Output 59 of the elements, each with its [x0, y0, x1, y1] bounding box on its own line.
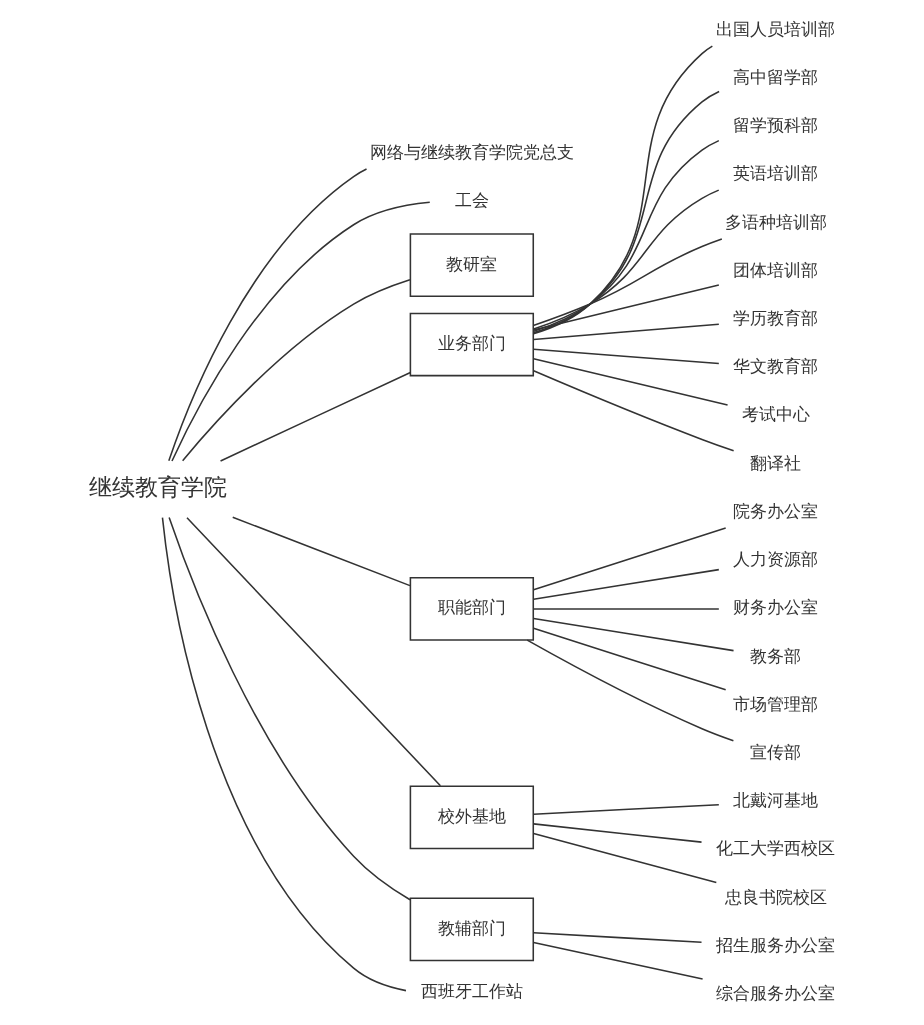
connector: [532, 823, 702, 843]
connector: [532, 931, 702, 944]
connector: [532, 189, 719, 330]
node-text: 翻译社: [749, 452, 801, 473]
node-text: 院务办公室: [732, 500, 818, 521]
node-text: 人力资源部: [732, 549, 818, 570]
node-text: 市场管理部: [732, 693, 818, 714]
connector: [532, 45, 713, 335]
node-text: 继续教育学院: [88, 472, 227, 501]
connector: [167, 168, 367, 462]
connector: [532, 139, 720, 332]
connector: [219, 371, 411, 462]
node-text: 化工大学西校区: [715, 838, 835, 859]
connector: [532, 627, 726, 691]
node-text: 多语种培训部: [724, 211, 827, 232]
connector: [231, 516, 411, 587]
node-text: 考试中心: [741, 404, 810, 425]
connector: [532, 358, 728, 406]
node-text: 财务办公室: [732, 597, 818, 618]
node-text: 留学预科部: [732, 115, 818, 136]
connector: [532, 617, 734, 652]
connector: [167, 516, 411, 901]
node-text: 出国人员培训部: [715, 18, 835, 39]
node-text: 教务部: [749, 645, 801, 666]
connector: [185, 516, 441, 787]
connector: [532, 284, 720, 331]
node-text: 英语培训部: [732, 163, 818, 184]
connector: [532, 941, 703, 980]
node-box: 职能部门: [409, 577, 534, 641]
connector: [525, 639, 734, 742]
node-text: 北戴河基地: [732, 790, 818, 811]
connector: [532, 568, 720, 601]
node-box: 教研室: [409, 233, 534, 298]
node-text: 团体培训部: [732, 259, 818, 280]
node-text: 忠良书院校区: [724, 886, 827, 907]
connector: [532, 238, 723, 327]
node-text: 招生服务办公室: [715, 934, 835, 955]
connector: [170, 201, 431, 462]
node-box: 校外基地: [409, 785, 534, 850]
node-text: 华文教育部: [732, 356, 818, 377]
connector: [532, 369, 734, 452]
node-text: 综合服务办公室: [715, 983, 835, 1004]
connector: [161, 516, 407, 992]
node-text: 宣传部: [749, 741, 801, 762]
node-box: 业务部门: [409, 312, 534, 377]
node-text: 学历教育部: [732, 307, 818, 328]
connector: [532, 803, 720, 815]
node-text: 高中留学部: [732, 66, 818, 87]
connector: [532, 527, 726, 591]
connector: [532, 348, 720, 365]
connector: [181, 279, 411, 462]
node-text: 网络与继续教育学院党总支: [369, 141, 574, 162]
node-text: 西班牙工作站: [420, 981, 523, 1002]
connector: [532, 90, 720, 334]
node-box: 教辅部门: [409, 897, 534, 962]
connector: [532, 323, 720, 341]
node-text: 工会: [454, 189, 489, 210]
connector: [532, 608, 720, 610]
connector: [532, 832, 717, 884]
